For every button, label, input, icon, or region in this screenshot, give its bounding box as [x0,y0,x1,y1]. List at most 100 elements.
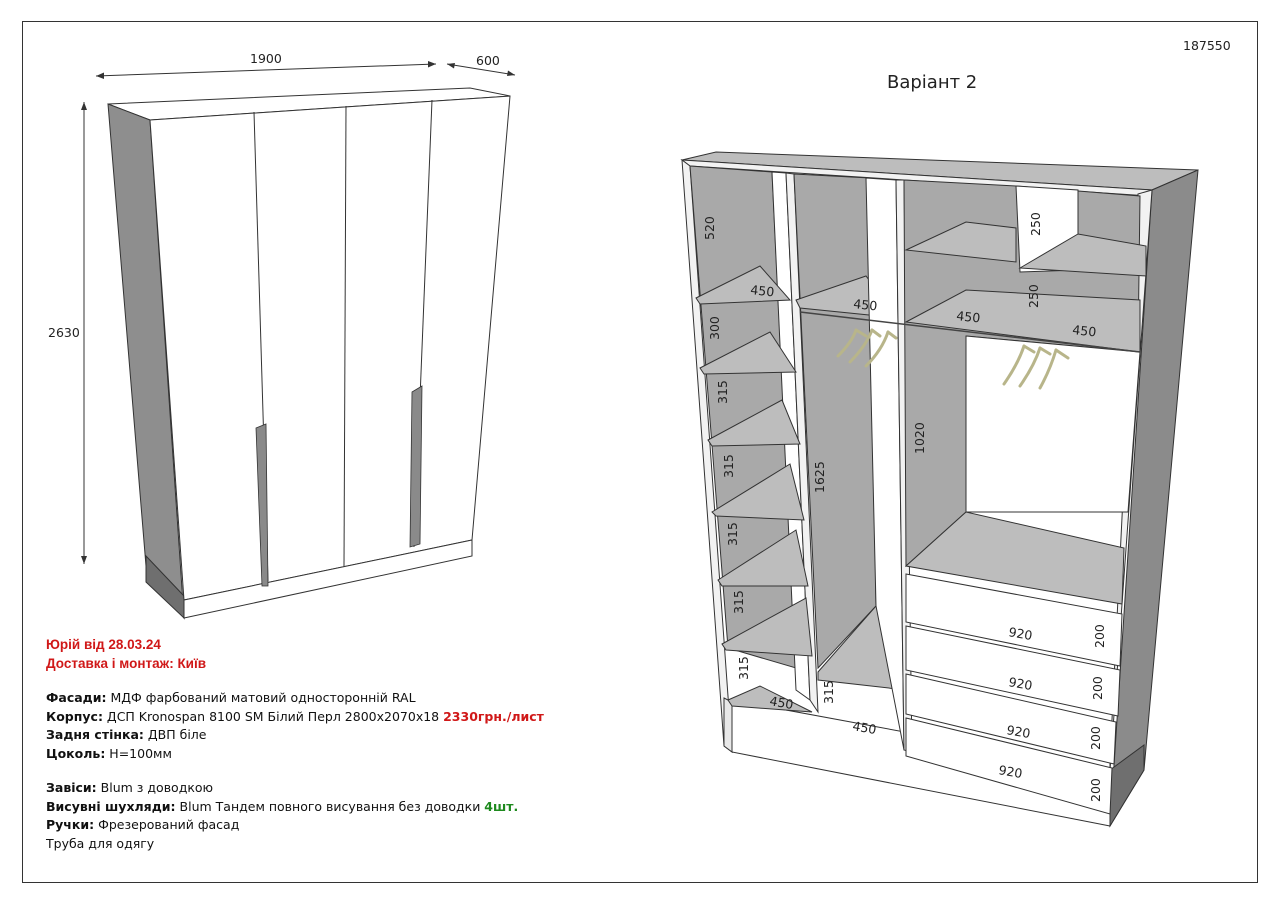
plinth-value: Н=100мм [105,745,172,761]
arrow-head [81,556,87,564]
dim-label: 200 [1092,624,1107,648]
dim-label: 520 [702,216,717,240]
rail-line: Труба для одягу [46,835,155,851]
client-line: Юрій від 28.03.24 [46,637,161,652]
hanging-back-wall [965,335,1141,513]
arrow-head [81,102,87,110]
back-value: ДВП біле [143,727,207,742]
milled-handle [255,423,269,587]
dim-label: 450 [750,282,775,299]
hanger-group [836,328,898,368]
bottom-shelf [727,685,813,713]
width-dimension-line [95,63,437,77]
hanger [1054,348,1070,360]
dim-label: 200 [1088,726,1103,750]
front-facade [149,95,511,601]
shelf [904,221,1017,263]
dim-label: 920 [1007,624,1033,643]
dim-label: 450 [851,718,877,737]
shelf [711,463,805,521]
hanger [836,328,858,358]
body-line: Корпус: ДСП Kronospan 8100 SM Білий Перл… [46,708,566,727]
body-value: ДСП Kronospan 8100 SM Білий Перл 2800х20… [102,708,444,724]
width-dimension: 1900 [250,51,282,66]
hanger [848,328,874,364]
dim-label: 300 [707,316,722,340]
facades-value: МДФ фарбований матовий односторонній RAL [106,690,416,705]
dim-label: 315 [821,680,836,704]
drawers-line: Висувні шухляди: Blum Тандем повного вис… [46,798,566,817]
hanger-group [1002,344,1070,390]
order-number: 187550 [1183,38,1231,53]
variant-title: Варіант 2 [887,72,977,93]
height-dimension: 2630 [48,325,80,340]
dim-label: 315 [721,454,736,478]
hanger [886,330,898,340]
drawer-front [905,673,1117,765]
dim-label: 450 [956,308,981,325]
dim-label: 315 [731,590,746,614]
dim-label: 920 [997,762,1023,781]
back-line: Задня стінка: ДВП біле [46,726,566,745]
door-gap [343,105,347,567]
arrow-head [96,72,104,79]
hanger [1002,344,1026,386]
hanger [870,328,882,338]
arrow-head [447,63,455,69]
facades-line: Фасади: МДФ фарбований матовий односторо… [46,689,566,708]
closed-wardrobe: 1900 600 2630 [48,51,516,620]
plinth-label: Цоколь: [46,745,106,761]
plinth-front [183,539,473,619]
drawers-qty: 4шт. [484,798,519,814]
handles-value: Фрезерований фасад [94,817,240,832]
facades-label: Фасади: [46,690,107,705]
delivery-line: Доставка і монтаж: Київ [46,655,207,671]
hinges-line: Завіси: Blum з доводкою [46,779,566,798]
shelf [699,331,797,375]
hanger [1038,346,1052,356]
open-wardrobe: 520 300 315 315 315 315 315 315 1625 102… [680,151,1199,828]
arrow-head [428,61,436,68]
shelf [1018,233,1147,277]
dim-label: 1625 [812,461,827,493]
hanger [864,330,890,368]
drawer-front [905,625,1121,717]
hanger [854,328,868,338]
dim-label: 250 [1026,284,1041,308]
milled-handle [409,385,423,548]
hanger [1018,346,1042,388]
depth-dimension-line [446,63,516,76]
hanger [1038,348,1058,390]
dim-label: 200 [1090,676,1105,700]
dim-label: 200 [1088,778,1103,802]
specification-notes: Юрій від 28.03.24 Доставка і монтаж: Киї… [46,636,566,853]
drawers-value: Blum Тандем повного висування без доводк… [175,798,485,814]
back-label: Задня стінка: [46,727,144,742]
hanger [1022,344,1036,354]
divider-1-edge [785,172,819,714]
dim-label: 450 [1072,322,1097,339]
dim-label: 920 [1007,674,1033,693]
dim-label: 920 [1005,722,1031,741]
arrow-head [507,70,515,76]
drawer-front [905,717,1113,815]
drawer-front [905,573,1123,667]
body-price: 2330грн./лист [443,708,544,724]
shelf [721,597,813,657]
dim-label: 450 [853,296,878,313]
dim-label: 315 [736,656,751,680]
dim-label: 450 [768,693,794,712]
handles-label: Ручки: [46,817,95,832]
shelf [707,399,801,447]
body-label: Корпус: [46,708,103,724]
hinges-label: Завіси: [46,780,97,795]
dim-label: 315 [715,380,730,404]
dim-label: 250 [1028,212,1043,236]
depth-dimension: 600 [476,53,500,68]
drawers-label: Висувні шухляди: [46,798,176,814]
plinth-left [723,697,733,753]
drawing-sheet-frame [22,21,1258,883]
plinth-line: Цоколь: Н=100мм [46,745,566,764]
shelf-over-drawers [904,511,1125,605]
